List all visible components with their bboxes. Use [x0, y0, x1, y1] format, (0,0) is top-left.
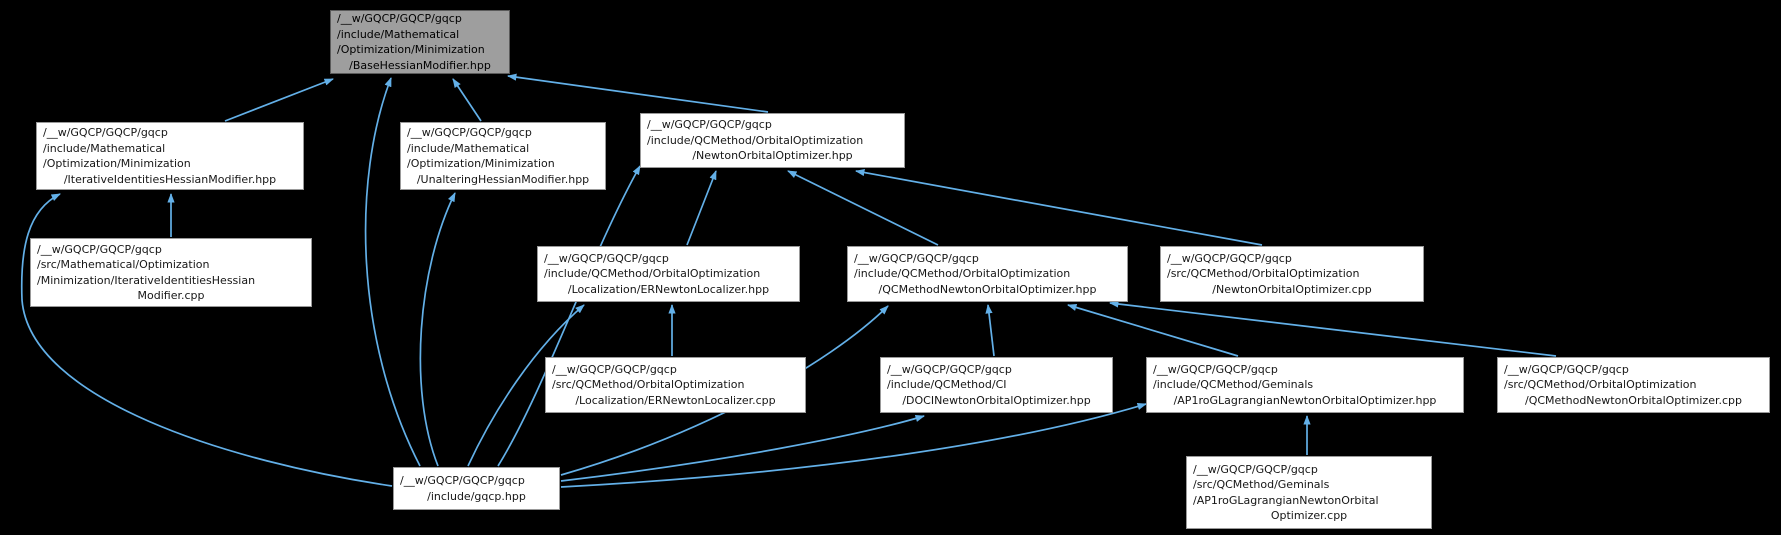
- node-label-line: /__w/GQCP/GQCP/gqcp: [552, 362, 677, 376]
- node-label-line: /Minimization/IterativeIdentitiesHessian: [37, 273, 256, 287]
- node-doci-newton-orbital-optimizer-hpp[interactable]: /__w/GQCP/GQCP/gqcp/include/QCMethod/CI/…: [880, 357, 1113, 413]
- edge-newton-orbital-optimizer-hpp-to-base-hessian-modifier-hpp: [507, 73, 769, 113]
- node-label-line: /NewtonOrbitalOptimizer.cpp: [1212, 282, 1372, 296]
- node-iterative-identities-hessian-modifier-hpp[interactable]: /__w/GQCP/GQCP/gqcp/include/Mathematical…: [36, 122, 304, 190]
- node-label-line: /Optimization/Minimization: [43, 157, 191, 170]
- node-label-line: /__w/GQCP/GQCP/gqcp: [1153, 362, 1278, 376]
- edge-gqcp-hpp-to-newton-orbital-optimizer-hpp: [497, 165, 641, 467]
- node-label-line: /__w/GQCP/GQCP/gqcp: [854, 251, 979, 265]
- node-newton-orbital-optimizer-cpp[interactable]: /__w/GQCP/GQCP/gqcp/src/QCMethod/Orbital…: [1160, 246, 1424, 302]
- node-label-line: /AP1roGLagrangianNewtonOrbitalOptimizer.…: [1173, 393, 1437, 407]
- node-label-line: /include/Mathematical: [43, 141, 166, 155]
- edge-gqcp-hpp-to-ap1rog-lagrangian-newton-orbital-optimizer-hpp: [560, 403, 1147, 488]
- node-label-line: Optimizer.cpp: [1270, 509, 1348, 522]
- node-er-newton-localizer-hpp[interactable]: /__w/GQCP/GQCP/gqcp/include/QCMethod/Orb…: [537, 246, 800, 302]
- node-label-line: /src/Mathematical/Optimization: [37, 258, 210, 271]
- node-label-line: /NewtonOrbitalOptimizer.hpp: [692, 149, 853, 163]
- node-gqcp-hpp[interactable]: /__w/GQCP/GQCP/gqcp/include/gqcp.hpp: [393, 467, 560, 510]
- node-label-line: /QCMethodNewtonOrbitalOptimizer.hpp: [878, 282, 1097, 296]
- node-er-newton-localizer-cpp[interactable]: /__w/GQCP/GQCP/gqcp/src/QCMethod/Orbital…: [545, 357, 806, 413]
- edge-gqcp-hpp-to-doci-newton-orbital-optimizer-hpp: [560, 415, 925, 482]
- edge-gqcp-hpp-to-unaltering-hessian-modifier-hpp: [419, 192, 456, 467]
- edge-qcmethod-newton-orbital-optimizer-cpp-to-qcmethod-newton-orbital-optimizer-hpp: [1109, 300, 1557, 357]
- node-label-line: /src/QCMethod/OrbitalOptimization: [1504, 378, 1697, 392]
- node-label-line: /__w/GQCP/GQCP/gqcp: [1167, 251, 1292, 265]
- node-iterative-identities-hessian-modifier-cpp[interactable]: /__w/GQCP/GQCP/gqcp/src/Mathematical/Opt…: [30, 238, 312, 307]
- edge-gqcp-hpp-to-base-hessian-modifier-hpp: [364, 77, 421, 467]
- node-label-line: /include/Mathematical: [407, 141, 530, 155]
- node-label-line: /include/Mathematical: [337, 27, 460, 41]
- node-newton-orbital-optimizer-hpp[interactable]: /__w/GQCP/GQCP/gqcp/include/QCMethod/Orb…: [640, 113, 905, 168]
- node-label-line: /__w/GQCP/GQCP/gqcp: [337, 12, 462, 25]
- node-label-line: /__w/GQCP/GQCP/gqcp: [544, 251, 669, 265]
- edge-ap1rog-lagrangian-newton-orbital-optimizer-hpp-to-qcmethod-newton-orbital-optimizer-hpp: [1067, 303, 1239, 357]
- node-label-line: /include/QCMethod/OrbitalOptimization: [544, 267, 761, 281]
- node-label-line: /__w/GQCP/GQCP/gqcp: [37, 242, 162, 256]
- edge-gqcp-hpp-to-er-newton-localizer-hpp: [467, 304, 585, 467]
- node-label-line: /src/QCMethod/Geminals: [1193, 478, 1330, 491]
- edge-qcmethod-newton-orbital-optimizer-hpp-to-newton-orbital-optimizer-hpp: [787, 170, 939, 246]
- node-label-line: /__w/GQCP/GQCP/gqcp: [1504, 362, 1629, 376]
- edge-unaltering-hessian-modifier-hpp-to-base-hessian-modifier-hpp: [452, 78, 482, 122]
- node-label-line: /__w/GQCP/GQCP/gqcp: [400, 474, 525, 487]
- node-label-line: /__w/GQCP/GQCP/gqcp: [407, 126, 532, 139]
- node-label-line: /IterativeIdentitiesHessianModifier.hpp: [63, 172, 277, 186]
- node-label-line: /include/gqcp.hpp: [427, 489, 526, 503]
- node-label-line: /include/QCMethod/OrbitalOptimization: [647, 133, 864, 147]
- node-label-line: /AP1roGLagrangianNewtonOrbital: [1193, 493, 1379, 507]
- node-label-line: /Localization/ERNewtonLocalizer.cpp: [575, 393, 776, 407]
- node-label-line: /UnalteringHessianModifier.hpp: [416, 172, 590, 186]
- node-qcmethod-newton-orbital-optimizer-hpp[interactable]: /__w/GQCP/GQCP/gqcp/include/QCMethod/Orb…: [847, 246, 1128, 302]
- edge-iterative-identities-hessian-modifier-hpp-to-base-hessian-modifier-hpp: [224, 78, 334, 122]
- node-label-line: /__w/GQCP/GQCP/gqcp: [43, 126, 168, 139]
- node-label-line: /Localization/ERNewtonLocalizer.hpp: [567, 282, 770, 296]
- edge-newton-orbital-optimizer-cpp-to-newton-orbital-optimizer-hpp: [855, 168, 1263, 246]
- node-ap1rog-lagrangian-newton-orbital-optimizer-hpp[interactable]: /__w/GQCP/GQCP/gqcp/include/QCMethod/Gem…: [1146, 357, 1464, 413]
- node-qcmethod-newton-orbital-optimizer-cpp[interactable]: /__w/GQCP/GQCP/gqcp/src/QCMethod/Orbital…: [1497, 357, 1770, 413]
- node-label-line: /__w/GQCP/GQCP/gqcp: [1193, 462, 1318, 476]
- node-label-line: /__w/GQCP/GQCP/gqcp: [647, 118, 772, 132]
- node-label-line: /DOCINewtonOrbitalOptimizer.hpp: [902, 393, 1091, 407]
- edge-er-newton-localizer-hpp-to-newton-orbital-optimizer-hpp: [686, 170, 717, 246]
- node-label-line: /src/QCMethod/OrbitalOptimization: [1167, 267, 1360, 281]
- node-label-line: /__w/GQCP/GQCP/gqcp: [887, 362, 1012, 376]
- node-label-line: /QCMethodNewtonOrbitalOptimizer.cpp: [1525, 393, 1742, 407]
- node-label-line: /include/QCMethod/Geminals: [1153, 378, 1314, 392]
- node-label-line: /include/QCMethod/CI: [887, 378, 1007, 392]
- node-label-line: /Optimization/Minimization: [337, 43, 485, 56]
- edge-doci-newton-orbital-optimizer-hpp-to-qcmethod-newton-orbital-optimizer-hpp: [985, 304, 995, 357]
- node-base-hessian-modifier-hpp[interactable]: /__w/GQCP/GQCP/gqcp/include/Mathematical…: [330, 10, 510, 74]
- node-label-line: /include/QCMethod/OrbitalOptimization: [854, 267, 1071, 281]
- node-ap1rog-lagrangian-newton-orbital-optimizer-cpp[interactable]: /__w/GQCP/GQCP/gqcp/src/QCMethod/Geminal…: [1186, 456, 1432, 529]
- node-label-line: Modifier.cpp: [137, 289, 205, 302]
- edge-gqcp-hpp-to-iterative-identities-hessian-modifier-hpp: [20, 193, 393, 487]
- node-unaltering-hessian-modifier-hpp[interactable]: /__w/GQCP/GQCP/gqcp/include/Mathematical…: [400, 122, 606, 190]
- node-label-line: /BaseHessianModifier.hpp: [349, 58, 491, 72]
- node-label-line: /Optimization/Minimization: [407, 157, 555, 170]
- node-label-line: /src/QCMethod/OrbitalOptimization: [552, 378, 745, 392]
